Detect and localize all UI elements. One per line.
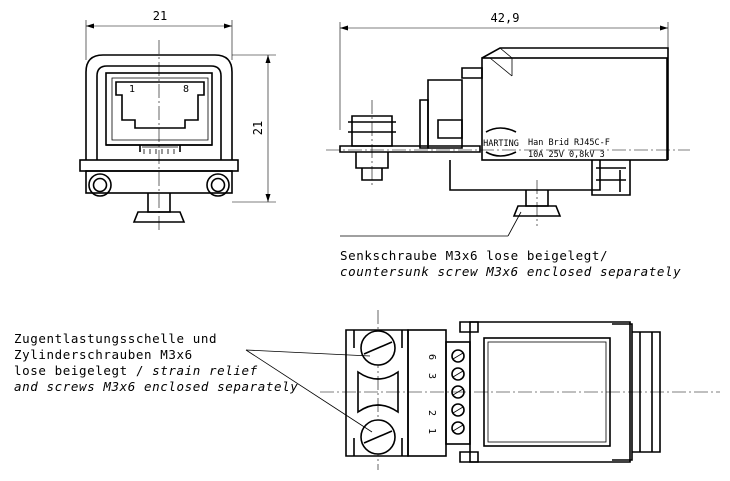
terminal-label-1: 1 (426, 428, 437, 434)
strain-note-line1: Zugentlastungsschelle und (14, 331, 217, 346)
terminal-label-6: 6 (426, 354, 437, 360)
side-length-label: 42,9 (491, 11, 520, 25)
strain-note-line4: and screws M3x6 enclosed separately (14, 379, 298, 394)
product-label: Han Brid RJ45C-F (528, 138, 610, 148)
strain-note-line2: Zylinderschrauben M3x6 (14, 347, 193, 362)
terminal-label-2: 2 (426, 410, 437, 416)
harting-logo: HARTING (483, 127, 519, 157)
front-width-dimension: 21 (85, 9, 233, 60)
screw-note-en: countersunk screw M3x6 enclosed separate… (340, 264, 681, 279)
pin-right-label: 8 (183, 84, 189, 95)
top-view: 6 3 2 1 (245, 310, 720, 470)
strain-note-line3: lose beigelegt / strain relief (14, 363, 258, 378)
front-height-label: 21 (251, 121, 265, 135)
side-length-dimension: 42,9 (339, 11, 669, 130)
terminal-label-3: 3 (426, 373, 437, 379)
front-height-dimension: 21 (232, 54, 276, 203)
side-view: 42,9 HARTING Han Brid RJ45C-F 10A 25V 0,… (326, 11, 690, 237)
pin-left-label: 1 (129, 84, 135, 95)
front-width-label: 21 (153, 9, 167, 23)
svg-text:HARTING: HARTING (483, 139, 519, 149)
screw-note-de: Senkschraube M3x6 lose beigelegt/ (340, 248, 608, 263)
front-view: 21 21 1 8 (79, 9, 276, 232)
strain-relief-note: Zugentlastungsschelle und Zylinderschrau… (14, 331, 298, 394)
rating-label: 10A 25V 0,8kV 3 (528, 150, 605, 160)
